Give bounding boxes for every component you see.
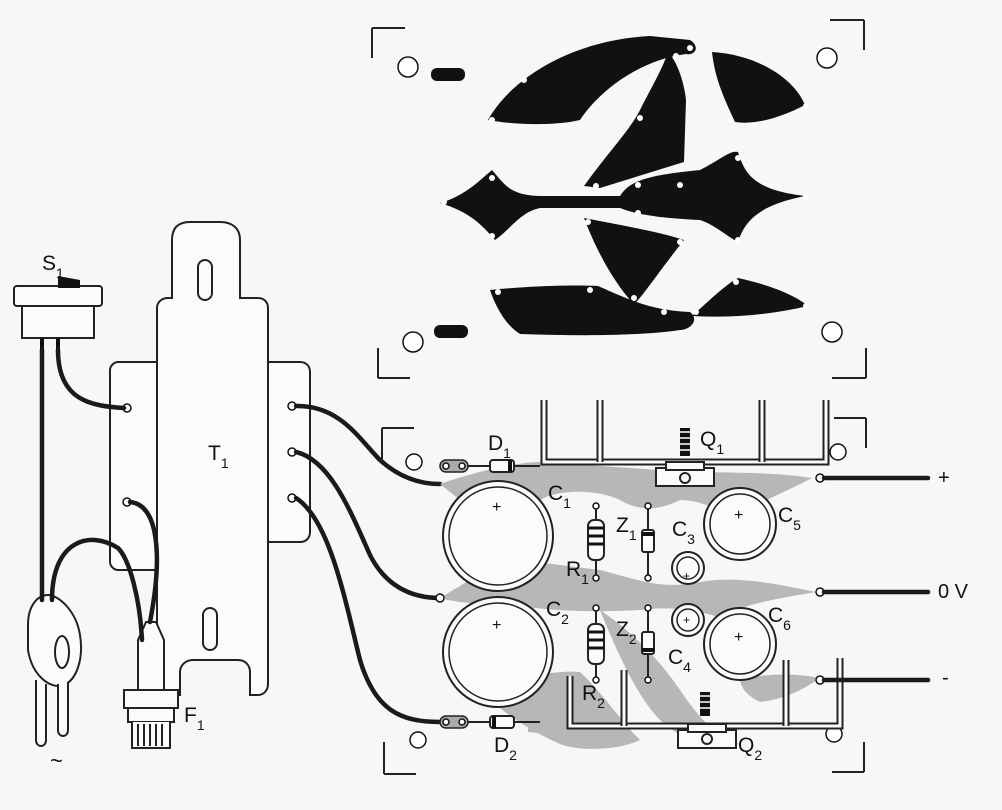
z2-label: Z2 bbox=[616, 618, 637, 647]
d2-label: D2 bbox=[494, 734, 517, 763]
r1-label: R1 bbox=[566, 558, 589, 587]
transistor-q1: Q1 bbox=[655, 428, 724, 487]
board-corner-marks bbox=[381, 417, 867, 775]
q1-label: Q1 bbox=[700, 428, 724, 457]
c2-label: C2 bbox=[546, 598, 569, 627]
zener-z1: Z1 bbox=[616, 502, 655, 582]
transistor-q2: Q2 bbox=[677, 692, 762, 763]
switch-label: S1 bbox=[42, 252, 64, 281]
c4-label: C4 bbox=[668, 646, 691, 675]
c3-plus: + bbox=[683, 569, 690, 583]
c3-label: C3 bbox=[672, 518, 695, 547]
capacitor-c6: + C6 bbox=[703, 604, 791, 681]
d1-label: D1 bbox=[488, 432, 511, 461]
pcb-layout bbox=[371, 19, 867, 379]
diode-d1: D1 bbox=[439, 432, 540, 473]
c4-plus: + bbox=[683, 613, 690, 627]
board-input-pads bbox=[435, 473, 825, 685]
resistor-r2: R2 bbox=[582, 604, 605, 711]
output-0v-label: 0 V bbox=[938, 581, 969, 603]
z1-label: Z1 bbox=[616, 514, 637, 543]
capacitor-c1: + C1 bbox=[442, 480, 571, 592]
pcb-traces bbox=[431, 36, 808, 338]
capacitor-c5: + C5 bbox=[703, 487, 801, 561]
transformer-label: T1 bbox=[208, 442, 229, 471]
zener-z2: Z2 bbox=[616, 604, 655, 684]
pcb-pads bbox=[441, 45, 809, 315]
primary-wiring bbox=[39, 347, 160, 643]
c6-plus: + bbox=[734, 629, 743, 646]
output-plus-label: + bbox=[938, 467, 950, 489]
c2-plus: + bbox=[492, 617, 501, 634]
c5-plus: + bbox=[734, 507, 743, 524]
transformer-t1: T1 bbox=[109, 221, 311, 696]
fuse-label: F1 bbox=[184, 704, 205, 733]
fuse-holder-f1: F1 bbox=[123, 621, 205, 749]
diode-d2: D2 bbox=[439, 715, 540, 763]
c1-label: C1 bbox=[548, 482, 571, 511]
c5-label: C5 bbox=[778, 504, 801, 533]
output-minus-label: - bbox=[942, 667, 949, 689]
ac-symbol: ~ bbox=[50, 748, 63, 773]
c1-plus: + bbox=[492, 499, 501, 516]
mains-plug: ~ bbox=[27, 593, 82, 773]
c6-label: C6 bbox=[768, 604, 791, 633]
capacitor-c3: + C3 bbox=[671, 518, 705, 585]
heatsink-q1 bbox=[540, 400, 830, 466]
resistor-r1: R1 bbox=[566, 502, 605, 587]
capacitor-c4: + C4 bbox=[668, 603, 705, 675]
capacitor-c2: + C2 bbox=[442, 596, 569, 708]
output-leads: + 0 V - bbox=[821, 467, 969, 689]
r2-label: R2 bbox=[582, 682, 605, 711]
q2-label: Q2 bbox=[738, 734, 762, 763]
power-switch-s1: S1 bbox=[13, 252, 103, 350]
pcb-corner-marks bbox=[371, 19, 867, 379]
pcb-mounting-holes bbox=[397, 47, 843, 353]
component-board: Q1 Q2 D1 D2 bbox=[381, 400, 969, 775]
secondary-wiring bbox=[293, 403, 443, 725]
